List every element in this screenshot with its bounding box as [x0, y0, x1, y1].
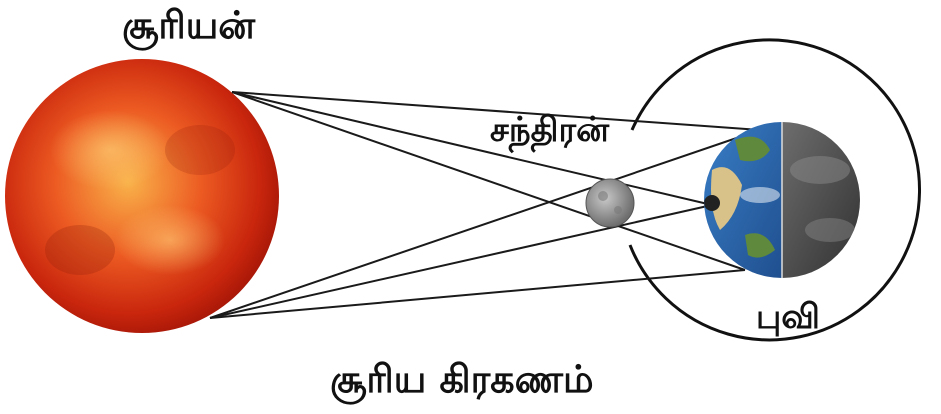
sun-texture	[165, 125, 235, 175]
sun-texture	[45, 225, 115, 275]
earth-clouds	[805, 218, 855, 242]
moon-crater	[598, 191, 608, 201]
sun-texture	[50, 110, 170, 190]
ray-line	[232, 92, 745, 270]
earth-clouds	[790, 156, 850, 184]
sun-disc	[5, 59, 279, 333]
moon-label: சந்திரன்	[490, 113, 609, 147]
sun-texture	[115, 205, 225, 275]
sun	[5, 59, 279, 333]
earth-night-side	[782, 120, 864, 280]
ray-line	[210, 130, 760, 318]
sun-label: சூரியன்	[122, 6, 255, 44]
earth-clouds	[740, 187, 780, 203]
light-rays	[210, 92, 760, 318]
moon-shadow-spot	[704, 195, 720, 211]
earth-label: புவி	[756, 300, 820, 334]
moon-crater	[614, 206, 622, 214]
ray-line	[210, 270, 745, 318]
diagram-caption: சூரிய கிரகணம்	[330, 360, 594, 398]
moon	[586, 179, 634, 227]
